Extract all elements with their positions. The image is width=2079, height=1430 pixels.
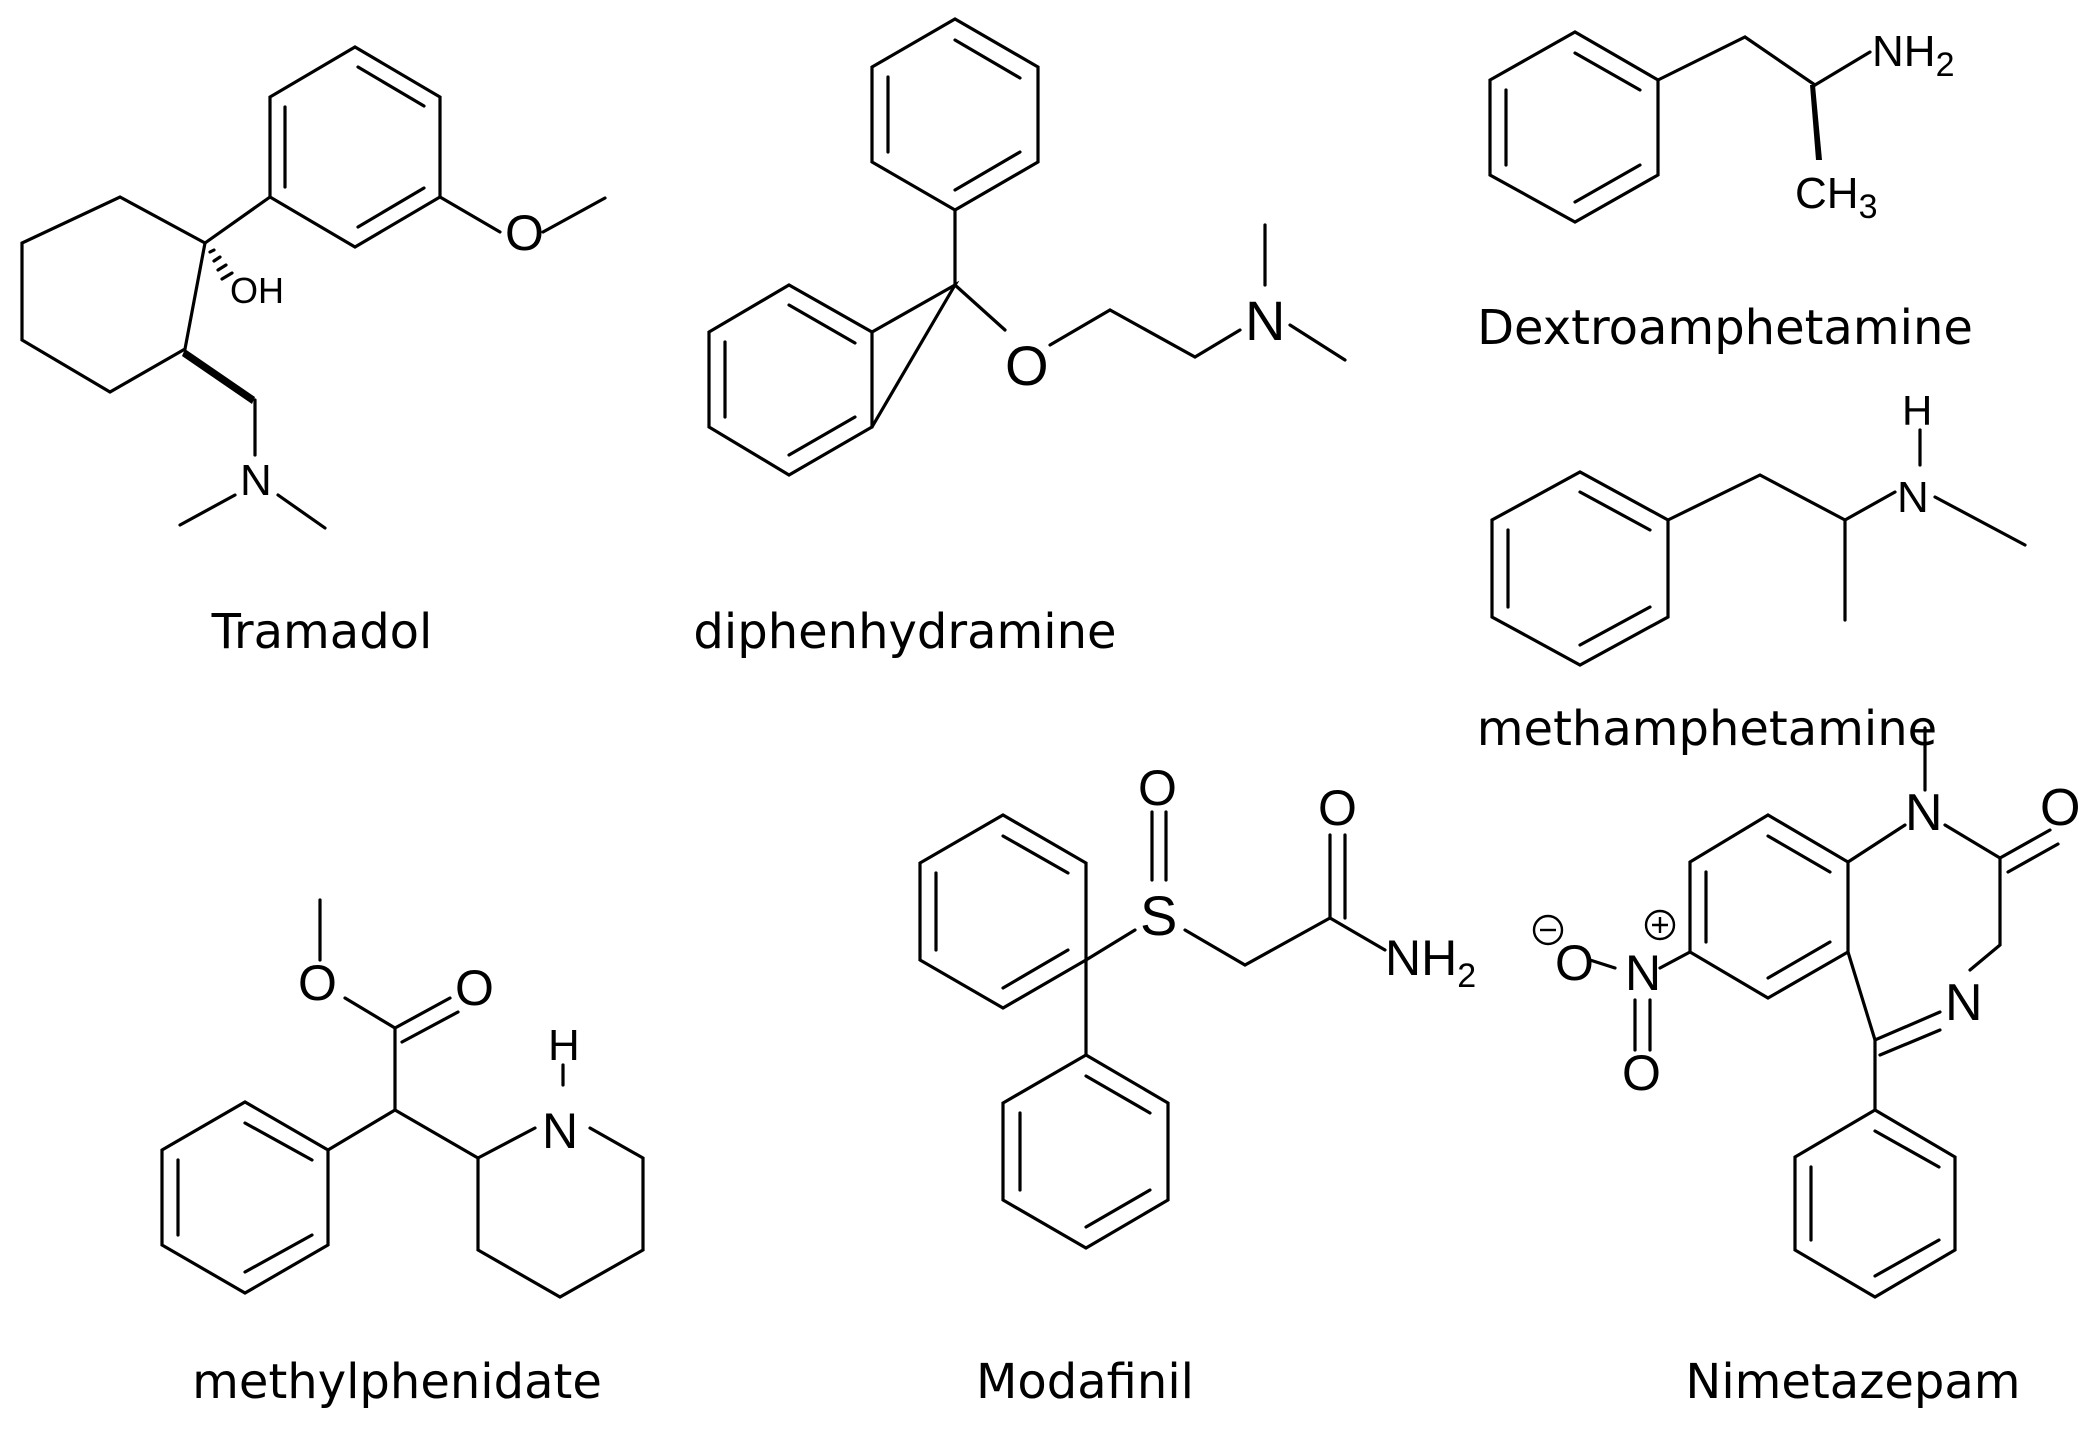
atom-o1: O xyxy=(298,955,337,1011)
molecule-modafinil: O S O NH2 Modafinil xyxy=(918,760,1476,1410)
atom-o1: O xyxy=(1138,760,1177,816)
molecule-diphenhydramine: O N diphenhydramine xyxy=(693,17,1347,660)
atom-o: O xyxy=(505,205,544,261)
atom-o1: O xyxy=(2040,779,2079,837)
atom-h: H xyxy=(1902,387,1932,434)
plus-charge-icon xyxy=(1644,909,1676,941)
atom-o-minus: O xyxy=(1555,935,1594,991)
atom-ch3: CH3 xyxy=(1795,169,1877,226)
atom-o: O xyxy=(1005,334,1049,397)
atom-o2: O xyxy=(1318,780,1357,836)
atom-n: N xyxy=(542,1103,578,1159)
molecule-name: methamphetamine xyxy=(1477,701,1937,757)
atom-o2: O xyxy=(455,960,494,1016)
atom-n: N xyxy=(240,456,272,505)
molecule-name: Dextroamphetamine xyxy=(1477,300,1973,356)
molecule-name: diphenhydramine xyxy=(693,604,1116,660)
atom-o2: O xyxy=(1622,1045,1661,1101)
molecule-methylphenidate: O O H N methylphenidate xyxy=(160,898,645,1410)
atom-s: S xyxy=(1140,884,1177,947)
molecule-name: Modafinil xyxy=(976,1354,1194,1410)
molecule-tramadol: OH O N Tramadol xyxy=(20,45,607,660)
molecule-name: Tramadol xyxy=(211,604,433,660)
atom-n1: N xyxy=(1905,784,1943,842)
atom-n2: N xyxy=(1945,974,1983,1032)
minus-charge-icon xyxy=(1532,914,1564,946)
molecule-methamphetamine: H N methamphetamine xyxy=(1477,387,2027,757)
atom-n-plus: N xyxy=(1625,945,1661,1001)
atom-nh2: NH2 xyxy=(1385,930,1476,995)
molecule-name: methylphenidate xyxy=(192,1354,602,1410)
molecule-nimetazepam: N O N O N O Nimetazepam xyxy=(1532,726,2079,1410)
molecule-dextroamphetamine: NH2 CH3 Dextroamphetamine xyxy=(1477,27,1973,356)
atom-n: N xyxy=(1897,473,1929,522)
atom-nh2: NH2 xyxy=(1872,27,1954,84)
atom-n: N xyxy=(1245,289,1285,352)
atom-h: H xyxy=(548,1021,580,1070)
atom-oh: OH xyxy=(230,270,284,311)
molecule-name: Nimetazepam xyxy=(1685,1354,2020,1410)
